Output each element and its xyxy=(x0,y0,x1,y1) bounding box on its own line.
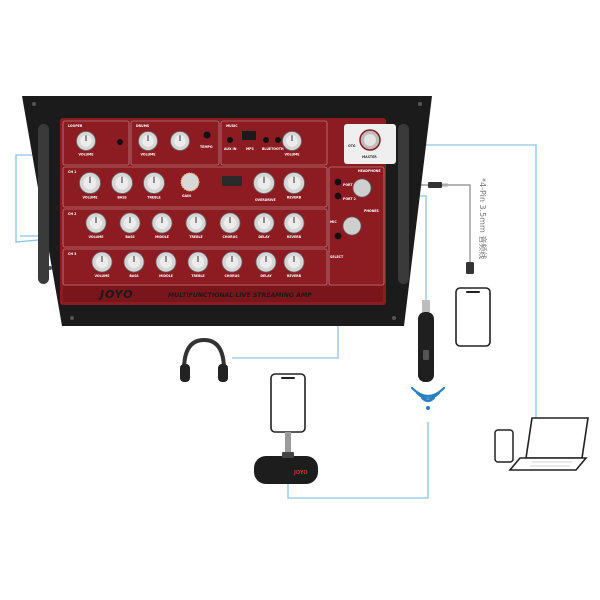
mp3-label: MP3 xyxy=(246,147,254,151)
left-handle xyxy=(38,124,49,284)
section-ch2: CH 2 xyxy=(68,212,76,216)
usb-receiver-icon: JOYO xyxy=(254,452,318,484)
music-display xyxy=(242,131,256,140)
tempo-label: TEMPO xyxy=(200,145,213,149)
wireless-signal-icon xyxy=(410,386,446,410)
headphone-label: HEADPHONE xyxy=(358,169,381,173)
amp-brand: JOYO xyxy=(98,288,134,301)
phones-volume-knob[interactable] xyxy=(342,216,362,236)
bluetooth-transmitter-icon xyxy=(418,300,434,382)
knob-array: VOLUME VOLUME VOLUME VOLUME BASS TREBLE REVERB… xyxy=(76,131,305,278)
section-drums: DRUMS xyxy=(136,124,150,128)
tablet-icon xyxy=(494,429,514,463)
svg-text:JOYO: JOYO xyxy=(293,470,308,476)
port1-label: PORT 1 xyxy=(343,183,356,187)
gain-label: GAIN xyxy=(182,194,191,198)
gain-selector[interactable] xyxy=(180,172,200,192)
knob-label: VOLUME xyxy=(83,196,98,200)
knob-label: REVERB xyxy=(287,196,302,200)
bluetooth-label: BLUETOOTH xyxy=(262,147,284,151)
knob-label: BASS xyxy=(125,235,135,239)
section-looper: LOOPER xyxy=(68,124,83,128)
knob-label: DELAY xyxy=(258,235,270,239)
knob-label: MIDDLE xyxy=(159,274,173,278)
knob-label: VOLUME xyxy=(141,153,156,157)
knob-label: VOLUME xyxy=(285,153,300,157)
knob-label: VOLUME xyxy=(79,153,94,157)
headphones-icon xyxy=(180,337,228,382)
otg-label: OTG xyxy=(348,144,356,148)
knob-label: BASS xyxy=(117,196,127,200)
select-label: SELECT xyxy=(330,255,344,259)
amp-unit: JOYO MULTIFUNCTIONAL LIVE STREAMING AMP … xyxy=(22,96,432,326)
overdrive-label: OVERDRIVE xyxy=(255,198,276,202)
section-ch1: CH 1 xyxy=(68,170,76,174)
right-handle xyxy=(398,124,409,284)
knob-label: VOLUME xyxy=(95,274,110,278)
knob-label: DELAY xyxy=(260,274,272,278)
mic-label: MIC xyxy=(330,220,337,224)
knob-label: TREBLE xyxy=(147,196,160,200)
cable-note: *4-Pin 3.5mm 音频线 xyxy=(478,178,488,259)
knob-label: BASS xyxy=(129,274,139,278)
knob-label: CHORUS xyxy=(224,274,240,278)
laptop-icon xyxy=(508,417,589,471)
section-ch3: CH 3 xyxy=(68,252,76,256)
headphone-volume-knob[interactable] xyxy=(352,178,372,198)
aux-in-label: AUX IN xyxy=(224,147,237,151)
section-music: MUSIC xyxy=(226,124,238,128)
phones-label: PHONES xyxy=(364,209,380,213)
knob-label: REVERB xyxy=(287,235,302,239)
knob-label: TREBLE xyxy=(191,274,204,278)
phone-icon-aux xyxy=(455,287,491,347)
cable-bluetooth-receiver xyxy=(287,422,429,499)
phone-icon-center xyxy=(270,373,306,454)
knob-label: TREBLE xyxy=(189,235,202,239)
port2-label: PORT 2 xyxy=(343,197,356,201)
knob-label: REVERB xyxy=(287,274,302,278)
master-label: MASTER xyxy=(362,155,377,159)
knob-label: CHORUS xyxy=(222,235,238,239)
knob-label: VOLUME xyxy=(89,235,104,239)
amp-title: MULTIFUNCTIONAL LIVE STREAMING AMP xyxy=(168,292,312,299)
knob-label: MIDDLE xyxy=(155,235,169,239)
